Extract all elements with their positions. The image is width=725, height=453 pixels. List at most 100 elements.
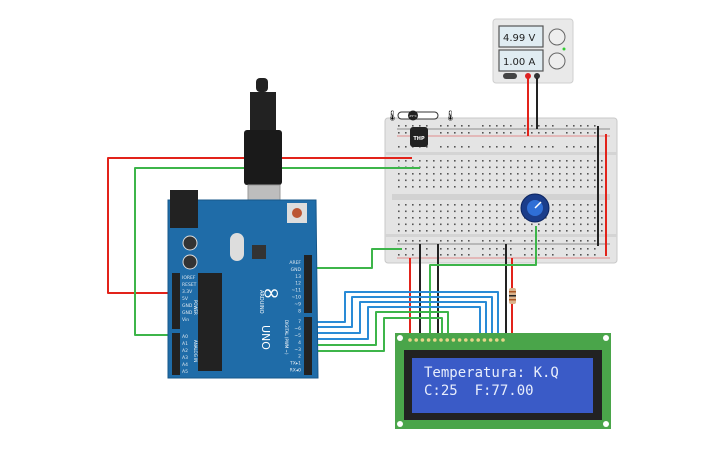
breadboard-hole[interactable] — [447, 230, 449, 232]
breadboard-hole[interactable] — [405, 210, 407, 213]
breadboard[interactable] — [384, 117, 618, 264]
potentiometer[interactable] — [520, 193, 550, 223]
breadboard-hole[interactable] — [559, 160, 561, 162]
breadboard-hole[interactable] — [601, 173, 603, 175]
breadboard-hole[interactable] — [510, 132, 512, 134]
breadboard-hole[interactable] — [447, 254, 449, 256]
breadboard-hole[interactable] — [573, 210, 575, 213]
breadboard-hole[interactable] — [559, 217, 561, 219]
breadboard-hole[interactable] — [440, 173, 442, 175]
breadboard-hole[interactable] — [440, 254, 442, 256]
breadboard-hole[interactable] — [454, 254, 456, 256]
breadboard-hole[interactable] — [510, 179, 512, 182]
breadboard-hole[interactable] — [531, 173, 533, 175]
breadboard-hole[interactable] — [545, 179, 547, 182]
breadboard-hole[interactable] — [503, 186, 505, 188]
breadboard-hole[interactable] — [440, 248, 442, 250]
breadboard-hole[interactable] — [489, 230, 491, 232]
breadboard-hole[interactable] — [433, 186, 435, 188]
breadboard-hole[interactable] — [496, 146, 498, 148]
breadboard-hole[interactable] — [454, 146, 456, 148]
breadboard-hole[interactable] — [454, 240, 456, 242]
breadboard-hole[interactable] — [601, 217, 603, 219]
breadboard-hole[interactable] — [566, 248, 568, 250]
breadboard-hole[interactable] — [552, 240, 554, 242]
breadboard-hole[interactable] — [524, 186, 526, 188]
breadboard-hole[interactable] — [573, 223, 575, 226]
breadboard-hole[interactable] — [510, 217, 512, 219]
breadboard-hole[interactable] — [405, 217, 407, 219]
breadboard-hole[interactable] — [398, 173, 400, 175]
breadboard-hole[interactable] — [496, 132, 498, 134]
breadboard-hole[interactable] — [524, 173, 526, 175]
breadboard-hole[interactable] — [594, 217, 596, 219]
breadboard-hole[interactable] — [594, 186, 596, 188]
breadboard-hole[interactable] — [566, 186, 568, 188]
breadboard-hole[interactable] — [524, 223, 526, 226]
breadboard-hole[interactable] — [580, 223, 582, 226]
breadboard-hole[interactable] — [552, 204, 554, 206]
breadboard-hole[interactable] — [580, 179, 582, 182]
breadboard-hole[interactable] — [538, 166, 540, 169]
breadboard-hole[interactable] — [594, 125, 596, 127]
breadboard-hole[interactable] — [433, 160, 435, 162]
breadboard-hole[interactable] — [496, 125, 498, 127]
breadboard-hole[interactable] — [538, 230, 540, 232]
breadboard-hole[interactable] — [496, 230, 498, 232]
breadboard-hole[interactable] — [594, 179, 596, 182]
lcd-pin[interactable] — [457, 338, 462, 342]
breadboard-hole[interactable] — [552, 230, 554, 232]
lcd-pin[interactable] — [426, 338, 431, 342]
breadboard-hole[interactable] — [503, 217, 505, 219]
breadboard-hole[interactable] — [419, 204, 421, 206]
breadboard-hole[interactable] — [538, 125, 540, 127]
breadboard-hole[interactable] — [454, 179, 456, 182]
breadboard-hole[interactable] — [447, 248, 449, 250]
breadboard-hole[interactable] — [601, 230, 603, 232]
breadboard-hole[interactable] — [405, 173, 407, 175]
breadboard-hole[interactable] — [475, 230, 477, 232]
lcd-16x2[interactable]: Temperatura: K.Q C:25 F:77.00 — [395, 333, 611, 429]
breadboard-hole[interactable] — [559, 210, 561, 213]
breadboard-hole[interactable] — [426, 204, 428, 206]
breadboard-hole[interactable] — [594, 146, 596, 148]
breadboard-hole[interactable] — [524, 179, 526, 182]
breadboard-hole[interactable] — [573, 166, 575, 169]
lcd-pin[interactable] — [495, 338, 499, 342]
negative-terminal[interactable] — [534, 73, 540, 79]
breadboard-hole[interactable] — [566, 166, 568, 169]
breadboard-hole[interactable] — [489, 160, 491, 162]
breadboard-hole[interactable] — [580, 210, 582, 213]
breadboard-hole[interactable] — [552, 186, 554, 188]
breadboard-hole[interactable] — [524, 248, 526, 250]
breadboard-hole[interactable] — [461, 230, 463, 232]
breadboard-hole[interactable] — [489, 125, 491, 127]
breadboard-hole[interactable] — [524, 166, 526, 169]
breadboard-hole[interactable] — [440, 217, 442, 219]
breadboard-hole[interactable] — [496, 166, 498, 169]
breadboard-hole[interactable] — [475, 210, 477, 213]
breadboard-hole[interactable] — [601, 204, 603, 206]
breadboard-hole[interactable] — [552, 173, 554, 175]
breadboard-hole[interactable] — [412, 179, 414, 182]
breadboard-hole[interactable] — [489, 223, 491, 226]
breadboard-hole[interactable] — [594, 254, 596, 256]
breadboard-hole[interactable] — [482, 230, 484, 232]
breadboard-hole[interactable] — [405, 186, 407, 188]
breadboard-hole[interactable] — [447, 132, 449, 134]
breadboard-hole[interactable] — [545, 146, 547, 148]
breadboard-hole[interactable] — [552, 166, 554, 169]
breadboard-hole[interactable] — [440, 160, 442, 162]
breadboard-hole[interactable] — [510, 186, 512, 188]
breadboard-hole[interactable] — [433, 204, 435, 206]
breadboard-hole[interactable] — [426, 248, 428, 250]
positive-terminal[interactable] — [525, 73, 531, 79]
breadboard-hole[interactable] — [552, 179, 554, 182]
breadboard-hole[interactable] — [398, 146, 400, 148]
breadboard-hole[interactable] — [454, 204, 456, 206]
breadboard-hole[interactable] — [419, 210, 421, 213]
breadboard-hole[interactable] — [426, 240, 428, 242]
breadboard-hole[interactable] — [531, 146, 533, 148]
lcd-pin[interactable] — [488, 338, 493, 342]
breadboard-hole[interactable] — [510, 125, 512, 127]
